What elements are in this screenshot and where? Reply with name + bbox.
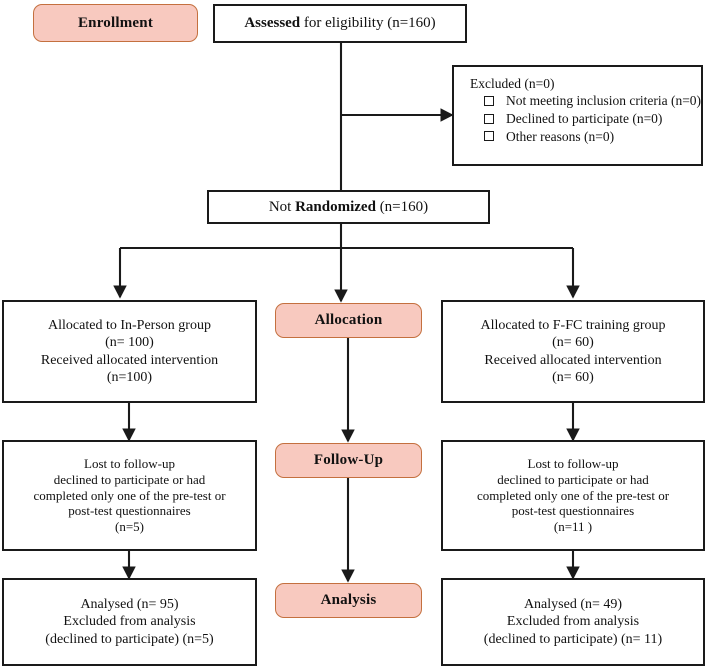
box-text-line: Analysed (n= 49)	[523, 597, 623, 613]
not-randomized-box: Not Randomized (n=160)	[207, 190, 490, 224]
box-text-line: Lost to follow-up	[527, 455, 619, 471]
left-allocation-box: Allocated to In-Person group (n= 100) Re…	[2, 300, 257, 403]
list-item: Other reasons (n=0)	[480, 128, 701, 146]
right-followup-box: Lost to follow-up declined to participat…	[441, 440, 705, 551]
left-followup-box: Lost to follow-up declined to participat…	[2, 440, 257, 551]
excluded-box: Excluded (n=0) Not meeting inclusion cri…	[452, 65, 703, 166]
stage-badge-enrollment: Enrollment	[33, 4, 198, 42]
right-analysis-box: Analysed (n= 49) Excluded from analysis …	[441, 578, 705, 666]
box-text-line: declined to participate or had	[497, 471, 649, 487]
assessed-bold-word: Assessed	[244, 15, 301, 32]
box-text-line: (n= 100)	[105, 335, 154, 351]
stage-enrollment-label: Enrollment	[77, 14, 154, 31]
box-text-line: Allocated to In-Person group	[48, 318, 211, 334]
checkbox-square-icon	[484, 96, 494, 107]
randomized-pre-text: Not	[268, 198, 296, 215]
stage-badge-analysis: Analysis	[275, 583, 422, 618]
box-text-line: Received allocated intervention	[40, 352, 219, 368]
stage-badge-allocation: Allocation	[275, 303, 422, 338]
assessed-rest-text: for eligibility (n=160)	[300, 15, 436, 32]
box-text-line: (n=11 )	[553, 519, 593, 535]
box-text-line: Allocated to F-FC training group	[480, 318, 666, 334]
excluded-reason-list: Not meeting inclusion criteria (n=0) Dec…	[470, 92, 701, 145]
excluded-reason-text: Not meeting inclusion criteria (n=0)	[506, 93, 702, 109]
checkbox-square-icon	[484, 113, 494, 124]
box-text-line: Excluded from analysis	[63, 614, 196, 630]
box-text-line: (n=5)	[115, 519, 144, 535]
stage-analysis-label: Analysis	[320, 592, 377, 609]
box-text-line: post-test questionnaires	[68, 503, 191, 519]
excluded-reason-text: Declined to participate (n=0)	[506, 111, 663, 127]
excluded-reason-text: Other reasons (n=0)	[506, 128, 615, 144]
randomized-post-text: (n=160)	[375, 198, 429, 215]
excluded-heading: Excluded (n=0)	[470, 76, 555, 91]
box-text-line: (declined to participate) (n= 11)	[483, 631, 663, 647]
list-item: Declined to participate (n=0)	[480, 110, 701, 128]
assessed-for-eligibility-box: Assessed for eligibility (n=160)	[213, 4, 467, 43]
list-item: Not meeting inclusion criteria (n=0)	[480, 92, 701, 110]
stage-followup-label: Follow-Up	[313, 452, 384, 469]
box-text-line: completed only one of the pre-test or	[33, 487, 226, 503]
right-allocation-box: Allocated to F-FC training group (n= 60)…	[441, 300, 705, 403]
box-text-line: (declined to participate) (n=5)	[45, 631, 214, 647]
box-text-line: (n= 60)	[552, 335, 594, 351]
box-text-line: Analysed (n= 95)	[80, 597, 179, 613]
randomized-bold-word: Randomized	[295, 198, 376, 215]
box-text-line: (n=100)	[106, 369, 153, 385]
checkbox-square-icon	[484, 131, 494, 142]
box-text-line: Received allocated intervention	[484, 352, 662, 368]
stage-badge-followup: Follow-Up	[275, 443, 422, 478]
box-text-line: Lost to follow-up	[84, 455, 175, 471]
box-text-line: declined to participate or had	[53, 471, 206, 487]
box-text-line: (n= 60)	[552, 369, 594, 385]
box-text-line: completed only one of the pre-test or	[476, 487, 670, 503]
left-analysis-box: Analysed (n= 95) Excluded from analysis …	[2, 578, 257, 666]
box-text-line: post-test questionnaires	[511, 503, 635, 519]
stage-allocation-label: Allocation	[314, 312, 383, 329]
box-text-line: Excluded from analysis	[506, 614, 640, 630]
